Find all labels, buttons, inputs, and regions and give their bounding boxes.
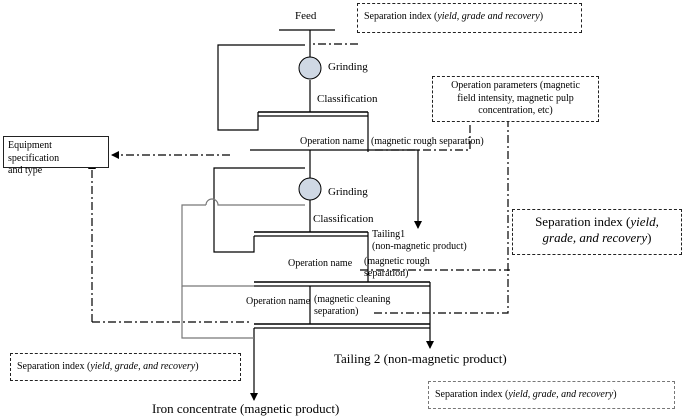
params-line-3: concentration, etc) (478, 105, 553, 116)
equipment-line-2: and type (8, 165, 43, 176)
box-top-prefix: Separation index ( (364, 11, 438, 22)
op2-detail-line-2: separation) (364, 267, 409, 279)
tailing1-line-2: (non-magnetic product) (372, 240, 467, 252)
operation-name-label-1: Operation name (300, 136, 365, 147)
op2-detail-line-1: (magnetic rough (364, 256, 430, 267)
box-right-line-1: Separation index (yield, (517, 214, 677, 230)
iron-concentrate-label: Iron concentrate (magnetic product) (152, 401, 340, 416)
separation-index-box-top: Separation index (yield, grade and recov… (357, 3, 582, 33)
operation-name-label-3: Operation name (246, 296, 311, 307)
classification-label-1: Classification (317, 93, 378, 105)
box-br-prefix: Separation index ( (435, 389, 509, 400)
separation-index-box-bottom-right: Separation index (yield, grade, and reco… (428, 381, 675, 409)
params-line-1: Operation parameters (magnetic (451, 80, 580, 91)
box-right-italic-1: yield, (630, 214, 659, 229)
grinding-label-1: Grinding (328, 61, 368, 73)
box-right-prefix: Separation index ( (535, 214, 631, 229)
grinding-mill-icon-2 (298, 177, 322, 201)
grinding-label-2: Grinding (328, 186, 368, 198)
box-top-suffix: ) (539, 11, 544, 22)
box-bl-prefix: Separation index ( (17, 361, 91, 372)
classification-label-2: Classification (313, 213, 374, 225)
params-line-2: field intensity, magnetic pulp (457, 92, 574, 104)
equipment-specification-box: Equipment specification and type (3, 136, 109, 176)
grinding-mill-icon-1 (298, 56, 322, 80)
operation-name-detail-3: (magnetic cleaning separation) (314, 294, 390, 317)
tailing1-line-1: Tailing1 (372, 229, 406, 240)
box-right-line-2: grade, and recovery) (517, 230, 677, 246)
op3-detail-line-2: separation) (314, 305, 359, 317)
separation-index-box-right: Separation index (yield, grade, and reco… (512, 209, 682, 255)
operation-name-detail-2: (magnetic rough separation) (364, 256, 430, 279)
box-right-italic-2: grade, and recovery (542, 230, 648, 246)
equipment-line-1: Equipment specification (8, 140, 60, 164)
box-br-suffix: ) (613, 389, 617, 400)
tailing2-label: Tailing 2 (non-magnetic product) (334, 351, 507, 366)
operation-name-label-2: Operation name (288, 258, 353, 269)
operation-parameters-box: Operation parameters (magnetic field int… (432, 76, 599, 122)
box-bl-suffix: ) (195, 361, 199, 372)
box-top-italic: yield, grade and recovery (437, 11, 540, 22)
box-bl-italic: yield, grade, and recovery (90, 361, 196, 372)
box-right-suffix: ) (647, 230, 652, 246)
op3-detail-line-1: (magnetic cleaning (314, 294, 391, 305)
separation-index-box-bottom-left: Separation index (yield, grade, and reco… (10, 353, 241, 381)
tailing1-label: Tailing1 (non-magnetic product) (372, 229, 467, 252)
box-br-italic: yield, grade, and recovery (508, 389, 614, 400)
feed-label: Feed (295, 10, 317, 22)
operation-name-detail-1: (magnetic rough separation) (371, 136, 484, 147)
